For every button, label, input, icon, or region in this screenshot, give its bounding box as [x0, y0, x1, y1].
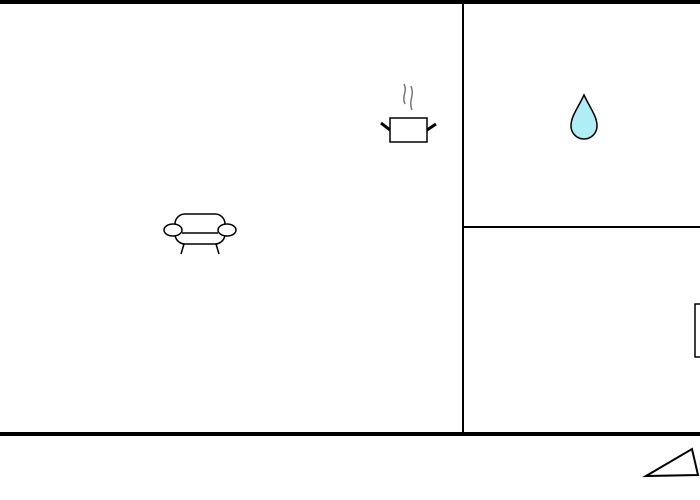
triangle-marker-icon[interactable] — [642, 447, 700, 478]
cooking-pot-icon[interactable] — [380, 83, 437, 143]
water-drop-icon[interactable] — [570, 93, 598, 140]
rectangle-furniture-icon[interactable] — [694, 303, 700, 358]
sofa-icon[interactable] — [163, 213, 237, 255]
